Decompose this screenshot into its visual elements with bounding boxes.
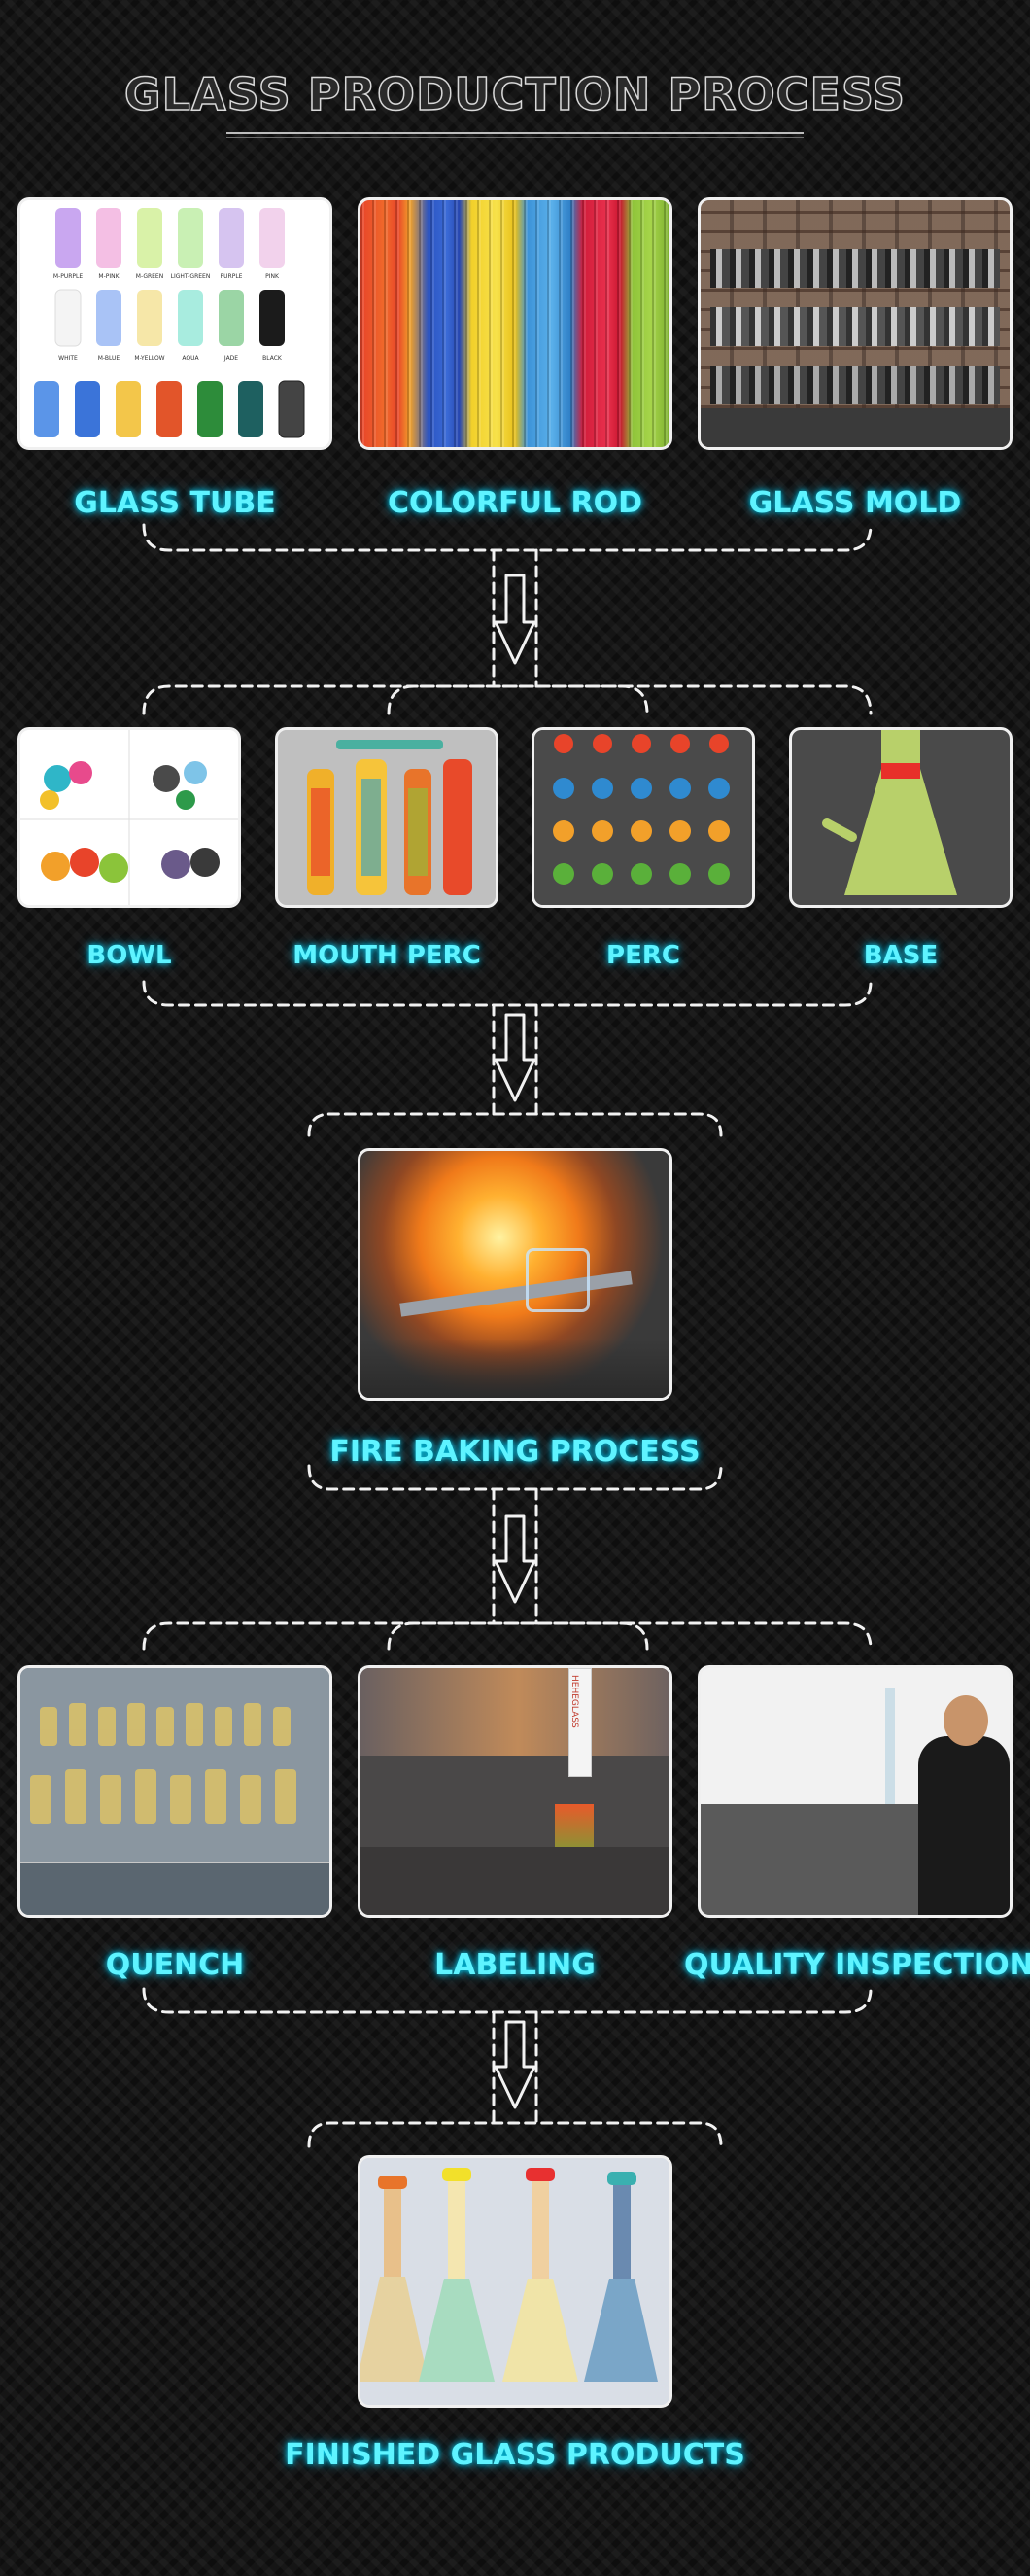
bracket-finishing-top [142,1621,873,1651]
page-title: GLASS PRODUCTION PROCESS [123,67,907,122]
glass-being-inspected [885,1688,895,1804]
bracket-parts-mid [387,684,649,715]
label-quench: QUENCH [105,1948,245,1982]
bracket-final-top [307,2121,723,2148]
mold-rack-3 [710,366,1000,404]
label-perc: PERC [606,941,680,970]
labeling-photo: HEHEGLASS [358,1665,672,1918]
tube-code-label: M-PINK [98,273,120,280]
quench-rack [20,1668,329,1915]
colorful-rod-photo [358,197,672,450]
guide-3 [492,1487,538,1625]
label-glass-tube: GLASS TUBE [74,486,276,520]
tube-code-label: AQUA [182,355,199,362]
bracket-fire-bottom [307,1464,723,1491]
quality-inspection-photo [698,1665,1013,1918]
tube-code-label: M-BLUE [98,355,120,362]
mouth-perc-pieces [278,730,496,905]
rod-texture [360,200,670,447]
label-quality-inspection: QUALITY INSPECTION [684,1948,1030,1982]
mold-floor [701,408,1010,447]
label-labeling: LABELING [434,1948,596,1982]
inspector [918,1736,1010,1915]
glass-mold-photo [698,197,1013,450]
tube-code-label: LIGHT-GREEN [171,273,211,280]
glass-tube-photo: M-PURPLE M-PINK M-GREEN LIGHT-GREEN PURP… [17,197,332,450]
tube-code-label: M-YELLOW [134,355,164,362]
tube-code-label: PURPLE [221,273,243,280]
tube-code-label: WHITE [58,355,78,362]
base-piece [822,730,957,895]
label-colorful-rod: COLORFUL ROD [387,486,643,520]
title-underline [226,132,804,134]
guide-4 [492,2010,538,2125]
label-base: BASE [863,941,939,970]
quench-photo [17,1665,332,1918]
mold-rack-2 [710,307,1000,346]
bracket-parts-bottom [142,980,873,1007]
base-photo [789,727,1013,908]
tube-code-label: M-PURPLE [53,273,83,280]
tube-code-label: PINK [265,273,280,280]
fire-baking-photo [358,1148,672,1401]
arrow-down-icon [494,1013,536,1102]
label-tube-text: HEHEGLASS [569,1675,579,1728]
finished-bongs [360,2158,670,2405]
workbench [360,1340,670,1398]
bracket-materials-bottom [142,523,873,552]
inspector-face [944,1695,988,1746]
label-tube: HEHEGLASS [568,1668,592,1777]
labeling-background [360,1668,670,1756]
mouth-perc-photo [275,727,498,908]
labeling-table [360,1847,670,1915]
label-finished-products: FINISHED GLASS PRODUCTS [285,2438,745,2472]
guide-1 [492,548,538,688]
mold-rack-1 [710,249,1000,288]
bracket-parts-top [142,684,873,715]
label-mouth-perc: MOUTH PERC [292,941,481,970]
bracket-finishing-mid [387,1621,649,1651]
finished-products-photo [358,2155,672,2408]
tube-code-label: BLACK [262,355,283,362]
glass-piece [526,1248,590,1312]
bracket-finishing-bottom [142,1987,873,2014]
glass-tube-swatches: M-PURPLE M-PINK M-GREEN LIGHT-GREEN PURP… [34,208,305,438]
bracket-fire-top [307,1112,723,1137]
label-bowl: BOWL [86,941,172,970]
bowl-products [20,730,238,905]
guide-2 [492,1003,538,1116]
tube-code-label: JADE [223,355,238,362]
inspection-bench [701,1804,924,1915]
perc-photo [532,727,755,908]
arrow-down-icon [494,1514,536,1604]
tube-code-label: M-GREEN [136,273,163,280]
label-fire-baking: FIRE BAKING PROCESS [329,1435,701,1469]
title-underline-shadow [226,137,804,138]
arrow-down-icon [494,2020,536,2109]
bowl-photo [17,727,241,908]
arrow-down-icon [494,574,536,665]
label-glass-mold: GLASS MOLD [748,486,962,520]
perc-pieces [534,730,752,905]
